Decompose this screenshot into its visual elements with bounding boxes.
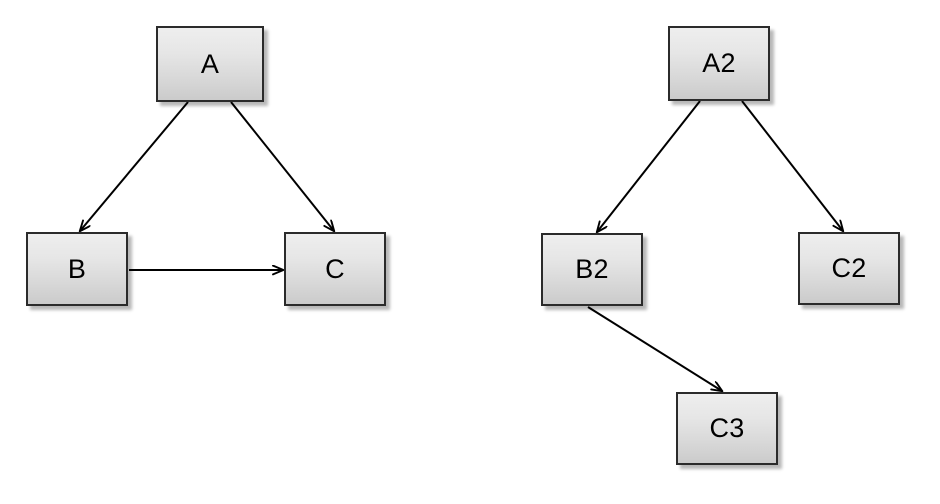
edge-a-to-c[interactable]	[230, 101, 334, 231]
node-label-c: C	[325, 253, 345, 284]
node-label-a2: A2	[702, 48, 736, 78]
node-c[interactable]: C	[284, 232, 386, 306]
node-label-c2: C2	[831, 253, 867, 283]
node-a2[interactable]: A2	[668, 26, 770, 101]
node-b[interactable]: B	[26, 232, 128, 306]
node-label-a: A	[200, 48, 220, 79]
node-label-b: B	[67, 253, 87, 284]
edge-b2-to-c3[interactable]	[587, 306, 722, 391]
node-a[interactable]: A	[156, 26, 264, 102]
node-label-b2: B2	[575, 254, 609, 284]
node-c2[interactable]: C2	[798, 232, 900, 305]
edge-a2-to-b2[interactable]	[597, 100, 701, 232]
node-label-c3: C3	[709, 413, 745, 443]
edge-a2-to-c2[interactable]	[741, 100, 843, 231]
node-b2[interactable]: B2	[541, 233, 643, 306]
edge-a-to-b[interactable]	[80, 101, 189, 231]
node-c3[interactable]: C3	[676, 392, 778, 465]
